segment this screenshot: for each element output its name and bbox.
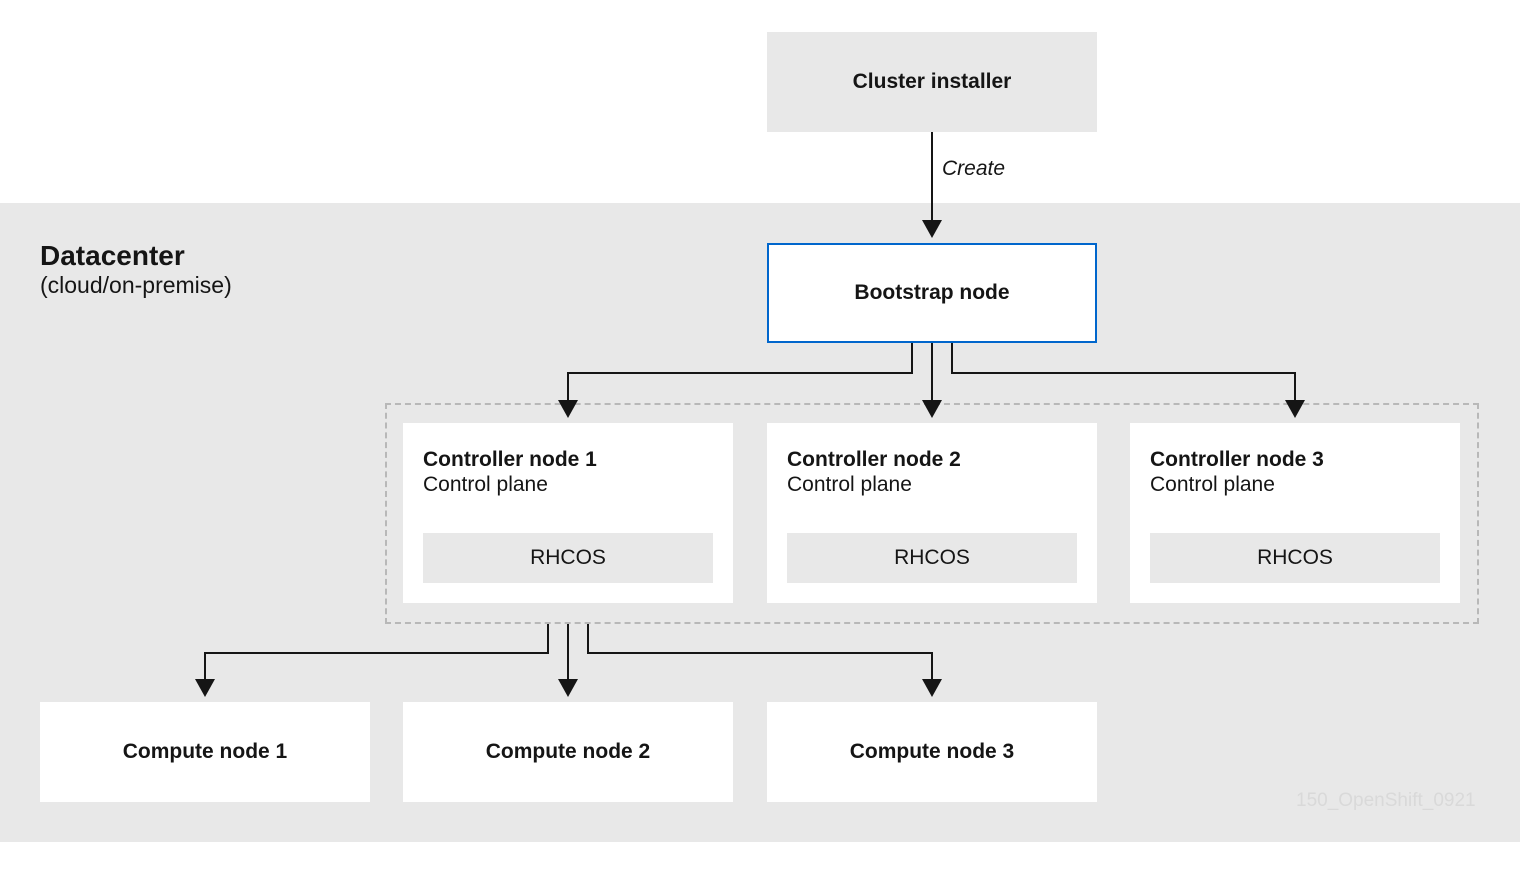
bootstrap-node-label: Bootstrap node	[854, 281, 1010, 304]
cluster-installer-node: Cluster installer	[767, 32, 1097, 132]
arrow-bootstrap-to-controller-3	[951, 343, 1296, 400]
controller-node-1: Controller node 1 Control plane RHCOS	[403, 423, 733, 603]
figure-id-watermark: 150_OpenShift_0921	[1296, 790, 1476, 811]
compute-node-2: Compute node 2	[403, 702, 733, 802]
compute-node-label: Compute node 1	[122, 740, 288, 763]
arrowhead-icon	[558, 400, 578, 418]
rhcos-label: RHCOS	[423, 533, 713, 583]
arrowhead-icon	[558, 679, 578, 697]
controller-node-subtitle: Control plane	[423, 473, 548, 496]
compute-node-label: Compute node 2	[485, 740, 651, 763]
controller-node-3: Controller node 3 Control plane RHCOS	[1130, 423, 1460, 603]
controller-node-title: Controller node 2	[787, 448, 961, 471]
controller-node-subtitle: Control plane	[787, 473, 912, 496]
controller-node-2: Controller node 2 Control plane RHCOS	[767, 423, 1097, 603]
datacenter-title: Datacenter	[40, 240, 185, 271]
bootstrap-node: Bootstrap node	[767, 243, 1097, 343]
create-edge-label: Create	[942, 157, 1006, 180]
compute-node-3: Compute node 3	[767, 702, 1097, 802]
arrowhead-icon	[922, 400, 942, 418]
controller-node-subtitle: Control plane	[1150, 473, 1275, 496]
arrowhead-icon	[922, 679, 942, 697]
arrowhead-icon	[1285, 400, 1305, 418]
arrowhead-icon	[195, 679, 215, 697]
compute-node-label: Compute node 3	[849, 740, 1015, 763]
arrowhead-icon	[922, 220, 942, 238]
controller-node-title: Controller node 1	[423, 448, 597, 471]
arrow-controlplane-to-compute-3	[587, 624, 933, 679]
rhcos-label: RHCOS	[1150, 533, 1440, 583]
rhcos-label: RHCOS	[787, 533, 1077, 583]
arrow-controlplane-to-compute-1	[204, 624, 549, 679]
controller-node-title: Controller node 3	[1150, 448, 1324, 471]
cluster-installer-label: Cluster installer	[852, 70, 1012, 93]
arrow-bootstrap-to-controller-1	[567, 343, 913, 400]
compute-node-1: Compute node 1	[40, 702, 370, 802]
datacenter-subtitle: (cloud/on-premise)	[40, 272, 232, 298]
